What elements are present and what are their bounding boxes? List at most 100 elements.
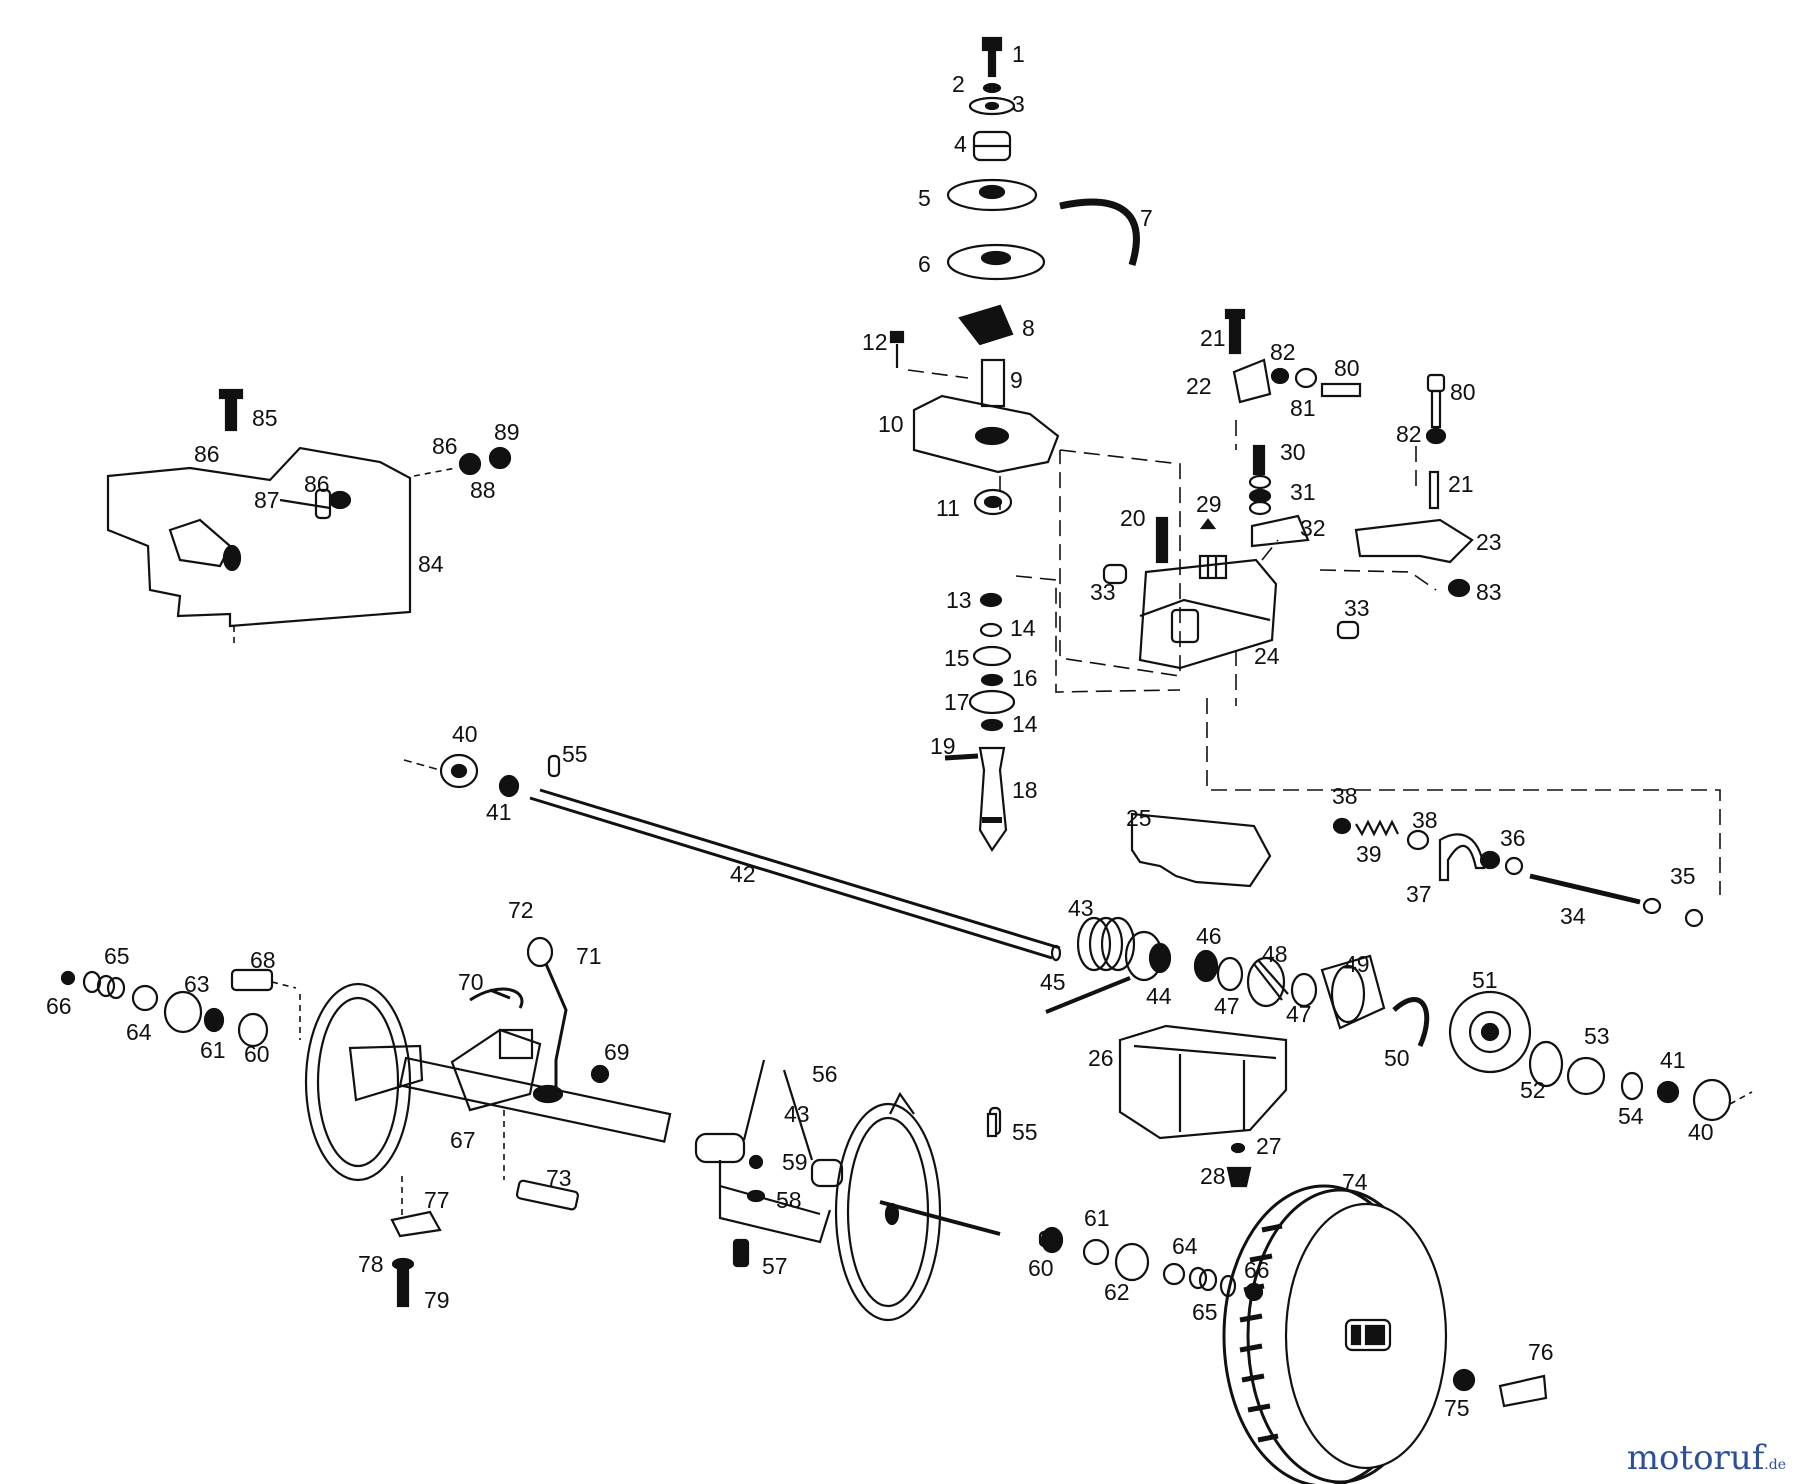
label-72: 72: [508, 897, 534, 923]
label-30: 30: [1280, 439, 1306, 465]
label-61b: 61: [1084, 1205, 1110, 1231]
label-37: 37: [1406, 881, 1432, 907]
label-51: 51: [1472, 967, 1498, 993]
hubcap-parts: [1452, 1368, 1548, 1408]
shift-fork: [1332, 817, 1704, 928]
label-89: 89: [494, 419, 520, 445]
label-61a: 61: [200, 1037, 226, 1063]
label-60b: 60: [1028, 1255, 1054, 1281]
label-40b: 40: [1688, 1119, 1714, 1145]
label-57: 57: [762, 1253, 788, 1279]
label-41b: 41: [1660, 1047, 1686, 1073]
label-75: 75: [1444, 1395, 1470, 1421]
label-39: 39: [1356, 841, 1382, 867]
label-46: 46: [1196, 923, 1222, 949]
label-79: 79: [424, 1287, 450, 1313]
label-74: 74: [1342, 1169, 1368, 1195]
label-21a: 21: [1200, 325, 1226, 351]
label-80a: 80: [1334, 355, 1360, 381]
label-12: 12: [862, 329, 888, 355]
label-35: 35: [1670, 863, 1696, 889]
label-32: 32: [1300, 515, 1326, 541]
watermark-tld: .de: [1764, 1457, 1786, 1473]
label-17: 17: [944, 689, 970, 715]
label-43b: 43: [784, 1101, 810, 1127]
label-52: 52: [1520, 1077, 1546, 1103]
label-88: 88: [470, 477, 496, 503]
label-25: 25: [1126, 805, 1152, 831]
label-77: 77: [424, 1187, 450, 1213]
label-44: 44: [1146, 983, 1172, 1009]
label-6: 6: [918, 251, 931, 277]
label-71: 71: [576, 943, 602, 969]
label-45: 45: [1040, 969, 1066, 995]
label-59: 59: [782, 1149, 808, 1175]
label-49: 49: [1344, 951, 1370, 977]
label-14b: 14: [1012, 711, 1038, 737]
label-38b: 38: [1412, 807, 1438, 833]
label-41a: 41: [486, 799, 512, 825]
label-81: 81: [1290, 395, 1316, 421]
label-62: 62: [1104, 1279, 1130, 1305]
label-13: 13: [946, 587, 972, 613]
label-84: 84: [418, 551, 444, 577]
gearbox-lower: [1118, 1024, 1288, 1188]
label-56: 56: [812, 1061, 838, 1087]
label-55a: 55: [562, 741, 588, 767]
label-26: 26: [1088, 1045, 1114, 1071]
pinion-stack: [944, 592, 1016, 853]
gearbox-upper: [1102, 516, 1360, 670]
label-54: 54: [1618, 1103, 1644, 1129]
shift-linkage: [1224, 308, 1474, 598]
label-40a: 40: [452, 721, 478, 747]
label-65a: 65: [104, 943, 130, 969]
watermark-logo: motoruf.de: [1627, 1438, 1786, 1478]
label-11: 11: [936, 495, 960, 521]
label-86a: 86: [194, 441, 220, 467]
label-22: 22: [1186, 373, 1212, 399]
label-48: 48: [1262, 941, 1288, 967]
label-33b: 33: [1344, 595, 1370, 621]
label-14a: 14: [1010, 615, 1036, 641]
label-31: 31: [1290, 479, 1316, 505]
part-number-labels: 1 2 3 4 5 6 7 8 9 10 11 12 13 14 15 16 1…: [46, 41, 1714, 1421]
label-3: 3: [1012, 91, 1025, 117]
label-33a: 33: [1090, 579, 1116, 605]
label-67: 67: [450, 1127, 476, 1153]
label-18: 18: [1012, 777, 1038, 803]
label-43a: 43: [1068, 895, 1094, 921]
spindle-stack: [889, 36, 1140, 516]
label-87: 87: [254, 487, 280, 513]
label-2: 2: [952, 71, 965, 97]
label-83: 83: [1476, 579, 1502, 605]
label-82b: 82: [1396, 421, 1422, 447]
label-86c: 86: [304, 471, 330, 497]
watermark-brand: motoruf: [1626, 1438, 1765, 1478]
label-69: 69: [604, 1039, 630, 1065]
label-34: 34: [1560, 903, 1586, 929]
label-5: 5: [918, 185, 931, 211]
guide-lines: [907, 369, 1721, 895]
gear-cluster: [1045, 916, 1753, 1122]
label-80b: 80: [1450, 379, 1476, 405]
rear-wheel-tire: [1222, 1184, 1448, 1484]
label-64a: 64: [126, 1019, 152, 1045]
label-36: 36: [1500, 825, 1526, 851]
label-66a: 66: [46, 993, 72, 1019]
label-65b: 65: [1192, 1299, 1218, 1325]
left-hub-parts: [60, 968, 301, 1048]
label-53: 53: [1584, 1023, 1610, 1049]
label-47a: 47: [1214, 993, 1240, 1019]
label-66b: 66: [1244, 1257, 1270, 1283]
label-70: 70: [458, 969, 484, 995]
left-wheel-assembly: [304, 936, 672, 1308]
label-60a: 60: [244, 1041, 270, 1067]
label-4: 4: [954, 131, 967, 157]
label-73: 73: [546, 1165, 572, 1191]
label-47b: 47: [1286, 1001, 1312, 1027]
label-42: 42: [730, 861, 756, 887]
main-axle: [403, 753, 1062, 962]
label-38a: 38: [1332, 783, 1358, 809]
label-19: 19: [930, 733, 956, 759]
